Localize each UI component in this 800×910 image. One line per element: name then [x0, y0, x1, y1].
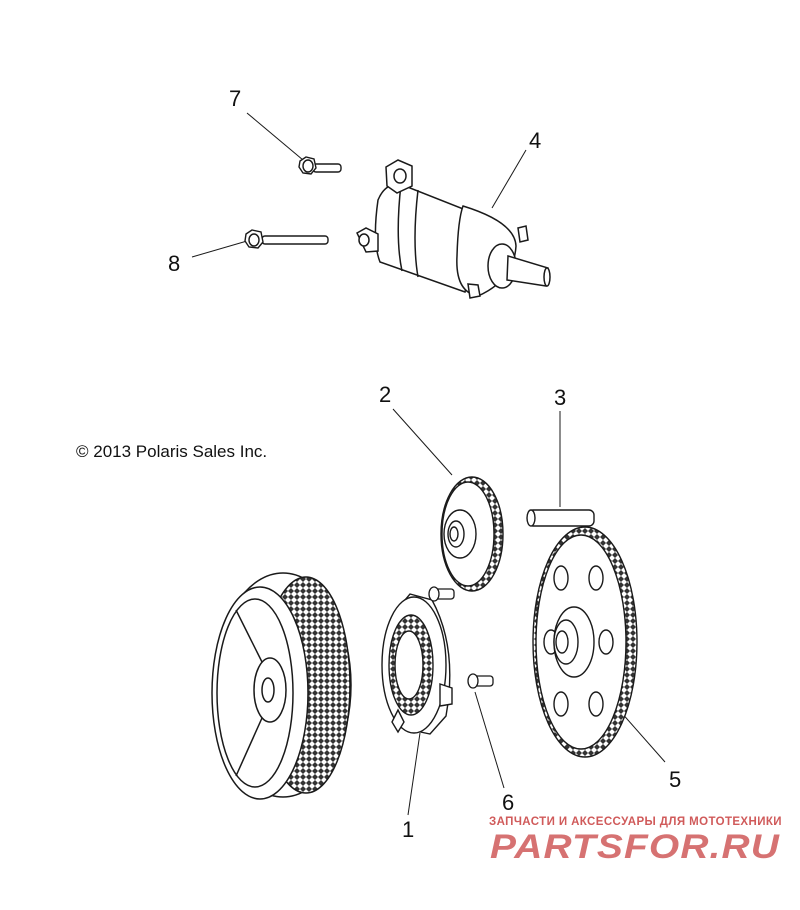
- callout-3: 3: [554, 385, 566, 410]
- shaft-pin-part-3: [526, 509, 595, 527]
- callout-7: 7: [229, 86, 241, 111]
- bolt-short-part-7: [298, 156, 342, 175]
- leader-lines: [191, 112, 666, 816]
- watermark-logo: PARTSFOR.RU: [490, 828, 781, 866]
- callout-6: 6: [502, 790, 514, 815]
- bolt-long-part-8: [244, 229, 329, 249]
- callout-2: 2: [379, 382, 391, 407]
- flywheel: [211, 572, 352, 800]
- callout-4: 4: [529, 128, 541, 153]
- copyright-notice: © 2013 Polaris Sales Inc.: [76, 442, 268, 461]
- large-gear-part-5: [532, 526, 638, 758]
- callout-8: 8: [168, 251, 180, 276]
- callout-1: 1: [402, 817, 414, 842]
- idler-gear-part-2: [440, 476, 504, 592]
- svg-text:PARTSFOR.RU: PARTSFOR.RU: [490, 828, 781, 866]
- starter-clutch-part-1: [381, 593, 453, 735]
- starter-motor-part-4: [356, 159, 551, 299]
- screws-part-6: [428, 586, 494, 689]
- callout-labels: 7 8 4 2 3 5 6 1: [168, 86, 681, 842]
- watermark-tagline: ЗАПЧАСТИ И АКСЕССУАРЫ ДЛЯ МОТОТЕХНИКИ: [489, 816, 782, 828]
- callout-5: 5: [669, 767, 681, 792]
